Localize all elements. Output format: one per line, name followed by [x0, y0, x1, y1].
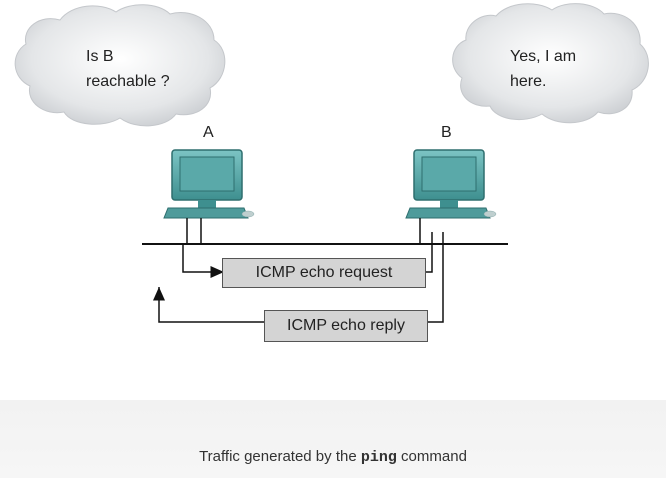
echo-request-arrow — [182, 244, 224, 278]
thought-left-line2: reachable ? — [86, 73, 170, 90]
host-b-label: B — [441, 124, 452, 141]
thought-text-left: Is B reachable ? — [86, 44, 170, 94]
computer-b-icon — [405, 149, 497, 219]
thought-cloud-left — [14, 4, 226, 127]
caption-band — [0, 400, 666, 478]
echo-request-to-b — [424, 232, 433, 273]
thought-right-line2: here. — [510, 73, 547, 90]
echo-reply-box: ICMP echo reply — [264, 310, 428, 342]
echo-reply-from-b — [426, 232, 444, 323]
thought-left-line1: Is B — [86, 48, 114, 65]
thought-text-right: Yes, I am here. — [510, 44, 576, 94]
figure-caption: Traffic generated by the ping command — [0, 448, 666, 466]
caption-text-before: Traffic generated by the — [199, 448, 357, 465]
echo-reply-arrow — [153, 287, 264, 323]
echo-request-box: ICMP echo request — [222, 258, 426, 288]
thought-cloud-right — [452, 3, 649, 124]
thought-right-line1: Yes, I am — [510, 48, 577, 65]
computer-a-icon — [163, 149, 255, 219]
caption-text-after: command — [401, 448, 467, 465]
host-a-label: A — [203, 124, 214, 141]
caption-command: ping — [360, 449, 397, 466]
